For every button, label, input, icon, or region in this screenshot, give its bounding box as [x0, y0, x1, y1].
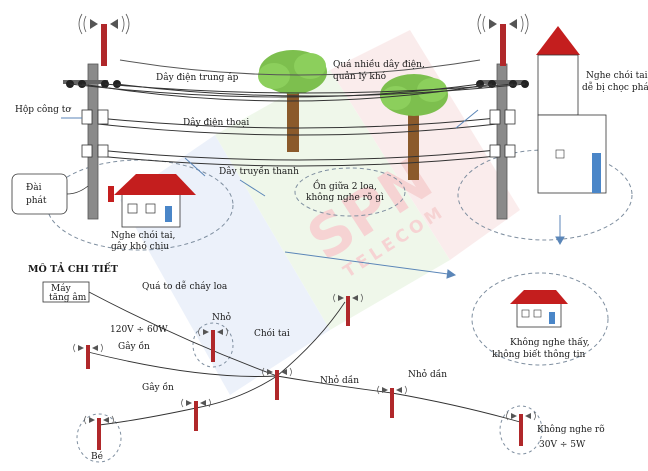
- speaker-pole-6: [377, 385, 407, 418]
- detail-wires: [87, 291, 521, 426]
- label-noisy-2: Gây ồn: [142, 382, 174, 393]
- speaker-pole-4: [262, 367, 292, 400]
- speaker-poles: [73, 293, 536, 450]
- speaker-overlap-zone: [294, 167, 406, 217]
- speaker-pole-2: [73, 343, 103, 369]
- label-amplifier-1: Máy: [51, 283, 72, 294]
- left-house-zone: [46, 159, 234, 251]
- speaker-pole-7: [84, 415, 114, 450]
- label-amplifier-2: tăng âm: [49, 292, 87, 303]
- speaker-pole-8: [506, 411, 536, 446]
- speaker-left-icon: [78, 13, 130, 35]
- utility-pole-right: [496, 63, 508, 220]
- utility-pole-left: [87, 63, 99, 220]
- label-medium-voltage: Dây điện trung áp: [156, 72, 239, 83]
- house-right: [536, 26, 607, 194]
- label-two-speakers-1: Ồn giữa 2 loa,: [313, 179, 377, 192]
- zone-no-hearing: [471, 272, 609, 366]
- zone-small: [192, 322, 234, 368]
- label-deafening-left-1: Nghe chói tai,: [111, 230, 175, 241]
- house-left: [108, 174, 196, 228]
- speaker-mast-right: [500, 24, 506, 66]
- label-noisy-1: Gây ồn: [118, 341, 150, 352]
- pole-boxes-right: [489, 109, 516, 158]
- label-station-1: Đài: [26, 182, 42, 193]
- label-unclear: Không nghe rõ: [537, 424, 605, 435]
- label-meter-box: Hộp công tơ: [15, 104, 71, 115]
- flow-arrow: [284, 251, 449, 275]
- label-phone-line: Dây điện thoại: [183, 117, 249, 128]
- label-two-speakers-2: không nghe rõ gì: [306, 192, 384, 203]
- speaker-pole-3: [198, 327, 228, 362]
- house-small: [510, 290, 568, 328]
- watermark-red-band: [330, 30, 520, 260]
- label-station-2: phát: [26, 195, 47, 206]
- label-too-many-wires-2: quản lý khó: [333, 71, 386, 82]
- label-power-out: 30V ÷ 5W: [539, 440, 586, 450]
- wires: [69, 59, 526, 167]
- label-deafening-right-2: dễ bị chọc phá: [582, 81, 648, 93]
- zone-unclear: [499, 405, 543, 455]
- zone-tiny: [76, 413, 122, 463]
- detail-title: MÔ TẢ CHI TIẾT: [28, 262, 118, 275]
- label-too-loud: Quá to dễ cháy loa: [142, 280, 228, 292]
- speaker-pole-1: [333, 293, 363, 326]
- pole-boxes-left: [81, 109, 109, 158]
- arrows: [61, 109, 565, 279]
- label-broadcast-line: Dây truyền thanh: [219, 166, 299, 177]
- label-fading-2: Nhỏ dần: [408, 369, 447, 380]
- label-small: Nhỏ: [212, 312, 231, 323]
- label-too-many-wires-1: Quá nhiều dây điện,: [333, 59, 425, 70]
- speaker-right-icon: [477, 13, 529, 35]
- label-cant-hear-2: không biết thông tin: [492, 349, 585, 360]
- speaker-pole-5: [181, 398, 211, 431]
- tree-left: [258, 50, 327, 152]
- label-fading-1: Nhỏ dần: [320, 375, 359, 386]
- label-deafening-left-2: gây khó chịu: [111, 241, 169, 252]
- label-deafening-right-1: Nghe chói tai,: [586, 70, 648, 81]
- label-deafening: Chói tai: [254, 328, 290, 339]
- label-power-in: 120V ÷ 60W: [110, 325, 168, 335]
- label-cant-hear-1: Không nghe thấy,: [510, 337, 590, 348]
- station-box: [11, 173, 68, 215]
- label-tiny: Bé: [91, 451, 103, 462]
- station-link: [66, 185, 89, 195]
- speaker-mast-left: [101, 24, 107, 66]
